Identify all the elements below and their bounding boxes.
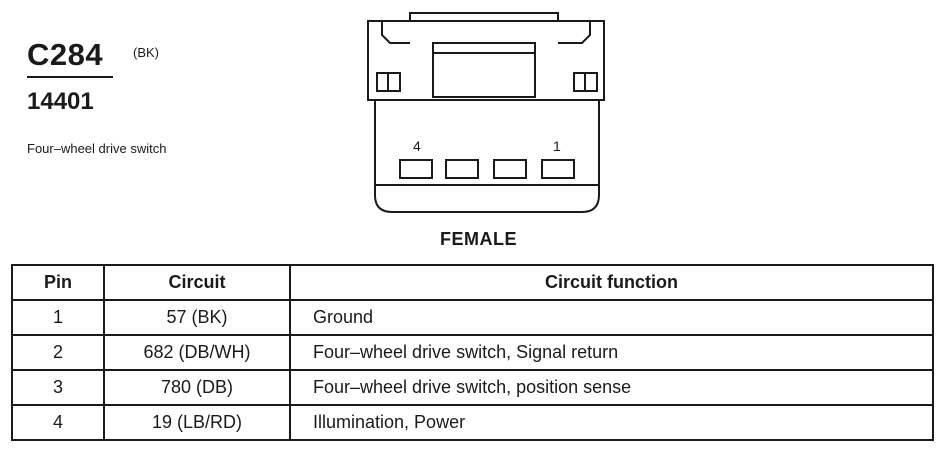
table-row: 4 19 (LB/RD) Illumination, Power — [11, 404, 934, 441]
pin-table: Pin Circuit Circuit function 1 57 (BK) G… — [11, 264, 934, 441]
pin-cavity-2 — [493, 159, 527, 179]
view-label: FEMALE — [440, 229, 517, 249]
connector-id: C284 — [27, 37, 104, 72]
table-header-row: Pin Circuit Circuit function — [11, 264, 934, 301]
latch-right — [558, 21, 591, 44]
pin-cell: 2 — [11, 334, 105, 371]
pin-cavity-4 — [399, 159, 433, 179]
latch-window — [432, 42, 536, 98]
latch-left — [381, 21, 410, 44]
pin-cavity-3 — [445, 159, 479, 179]
title-underline — [27, 76, 113, 78]
pin-left-label: 4 — [413, 138, 421, 154]
header-circuit: Circuit — [103, 264, 291, 301]
header-circuit-function: Circuit function — [289, 264, 934, 301]
locking-tab — [409, 12, 559, 21]
pin-cavity-1 — [541, 159, 575, 179]
circuit-cell: 682 (DB/WH) — [103, 334, 291, 371]
pin-cell: 4 — [11, 404, 105, 441]
pin-cell: 1 — [11, 299, 105, 336]
function-cell: Illumination, Power — [289, 404, 934, 441]
circuit-cell: 780 (DB) — [103, 369, 291, 406]
pin-right-label: 1 — [553, 138, 561, 154]
connector-face-diagram: 4 1 — [367, 12, 605, 213]
connector-description: Four–wheel drive switch — [27, 141, 167, 156]
header-pin: Pin — [11, 264, 105, 301]
connector-color-code: (BK) — [133, 45, 159, 60]
circuit-cell: 57 (BK) — [103, 299, 291, 336]
table-row: 2 682 (DB/WH) Four–wheel drive switch, S… — [11, 334, 934, 371]
part-number: 14401 — [27, 88, 94, 115]
function-cell: Four–wheel drive switch, position sense — [289, 369, 934, 406]
table-row: 1 57 (BK) Ground — [11, 299, 934, 336]
connector-body-outline — [367, 20, 605, 213]
circuit-cell: 19 (LB/RD) — [103, 404, 291, 441]
table-row: 3 780 (DB) Four–wheel drive switch, posi… — [11, 369, 934, 406]
pin-cell: 3 — [11, 369, 105, 406]
function-cell: Four–wheel drive switch, Signal return — [289, 334, 934, 371]
function-cell: Ground — [289, 299, 934, 336]
